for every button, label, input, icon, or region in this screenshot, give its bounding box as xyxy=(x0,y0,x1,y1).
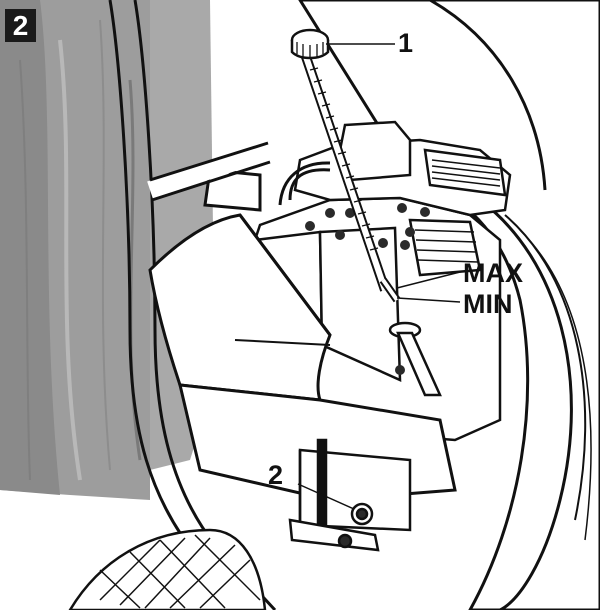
tire-icon xyxy=(68,528,267,610)
figure-number-badge: 2 xyxy=(5,9,36,42)
leader-lines xyxy=(297,43,461,510)
callout-2-label: 2 xyxy=(268,460,284,490)
frame-tube xyxy=(108,0,277,610)
blower-housing xyxy=(298,0,600,610)
dipstick-icon xyxy=(290,28,442,397)
callout-max-label: MAX xyxy=(463,258,523,288)
callout-min-label: MIN xyxy=(463,289,513,319)
drain-plug-icon xyxy=(288,438,412,552)
callout-1-label: 1 xyxy=(398,28,414,58)
collection-bag-icon xyxy=(0,0,215,500)
